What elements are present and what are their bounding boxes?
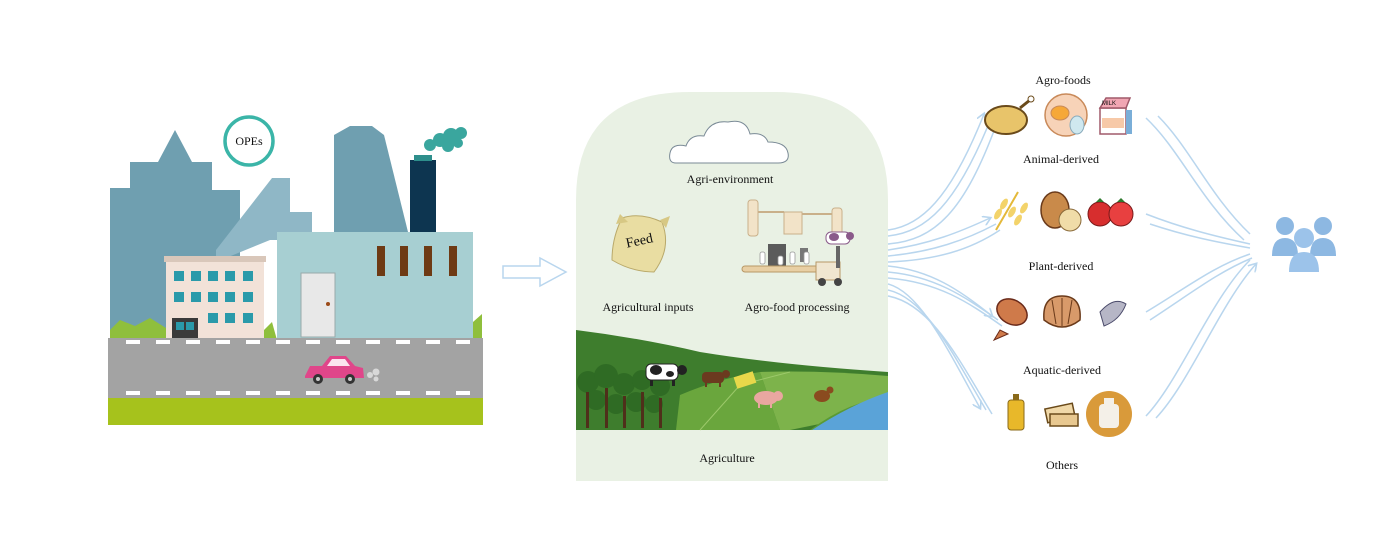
pig-icon: [754, 391, 783, 408]
chimney: [410, 160, 436, 234]
fish-icon: [992, 298, 1028, 342]
city-factory-scene: [108, 115, 483, 425]
potato-icon: [1040, 191, 1082, 232]
eggs-icon: [1044, 93, 1088, 137]
factory-windows: [377, 246, 457, 276]
processing-line-icon: [741, 199, 854, 286]
agri-environment-label: Agri-environment: [686, 172, 774, 186]
car-icon: [305, 356, 380, 384]
agricultural-inputs-label: Agricultural inputs: [602, 300, 694, 314]
roast-chicken-icon: [984, 95, 1035, 135]
agro-foods-panel: [984, 93, 1134, 437]
shell-icon: [1043, 295, 1081, 328]
agriculture-panel: [576, 92, 888, 481]
hen-icon: [814, 386, 834, 402]
road: [108, 338, 483, 398]
oil-bottle-icon: [1007, 394, 1025, 431]
opes-badge-label: OPEs: [235, 134, 263, 148]
arrow-city-to-agriculture: [502, 256, 568, 288]
people-icon: [1272, 217, 1336, 272]
smoke-icon: [424, 127, 467, 152]
brown-cow-icon: [702, 370, 730, 387]
animal-derived-label: Animal-derived: [1023, 152, 1099, 166]
seed-bag-icon: [733, 371, 757, 389]
agro-foods-title: Agro-foods: [1035, 73, 1091, 87]
milk-carton-icon: [1098, 97, 1132, 135]
office-windows: [174, 271, 253, 323]
building-slope: [216, 178, 312, 262]
flow-arrows-to-people: [1145, 115, 1256, 419]
building-right: [334, 126, 408, 232]
cloud-icon: [669, 120, 789, 164]
milk-carton-text: MILK: [1102, 101, 1117, 107]
wheat-icon: [994, 191, 1028, 231]
can-fish-icon: [1099, 300, 1127, 327]
tomato-icon: [1087, 198, 1134, 227]
opes-badge-icon: [223, 115, 275, 167]
cow-icon: [645, 363, 687, 386]
feed-bag-icon: [611, 214, 670, 273]
factory-door: [300, 272, 336, 338]
plant-derived-label: Plant-derived: [1028, 259, 1094, 273]
grass-strip: [108, 398, 483, 425]
agriculture-label: Agriculture: [699, 451, 755, 465]
aquatic-derived-label: Aquatic-derived: [1023, 363, 1101, 377]
biscuit-icon: [1043, 402, 1079, 427]
agro-food-processing-label: Agro-food processing: [744, 300, 850, 314]
flow-arrows-to-foods: [887, 114, 1003, 415]
farm-fields: [576, 330, 888, 431]
jug-icon: [1086, 391, 1132, 437]
others-label: Others: [1046, 458, 1078, 472]
